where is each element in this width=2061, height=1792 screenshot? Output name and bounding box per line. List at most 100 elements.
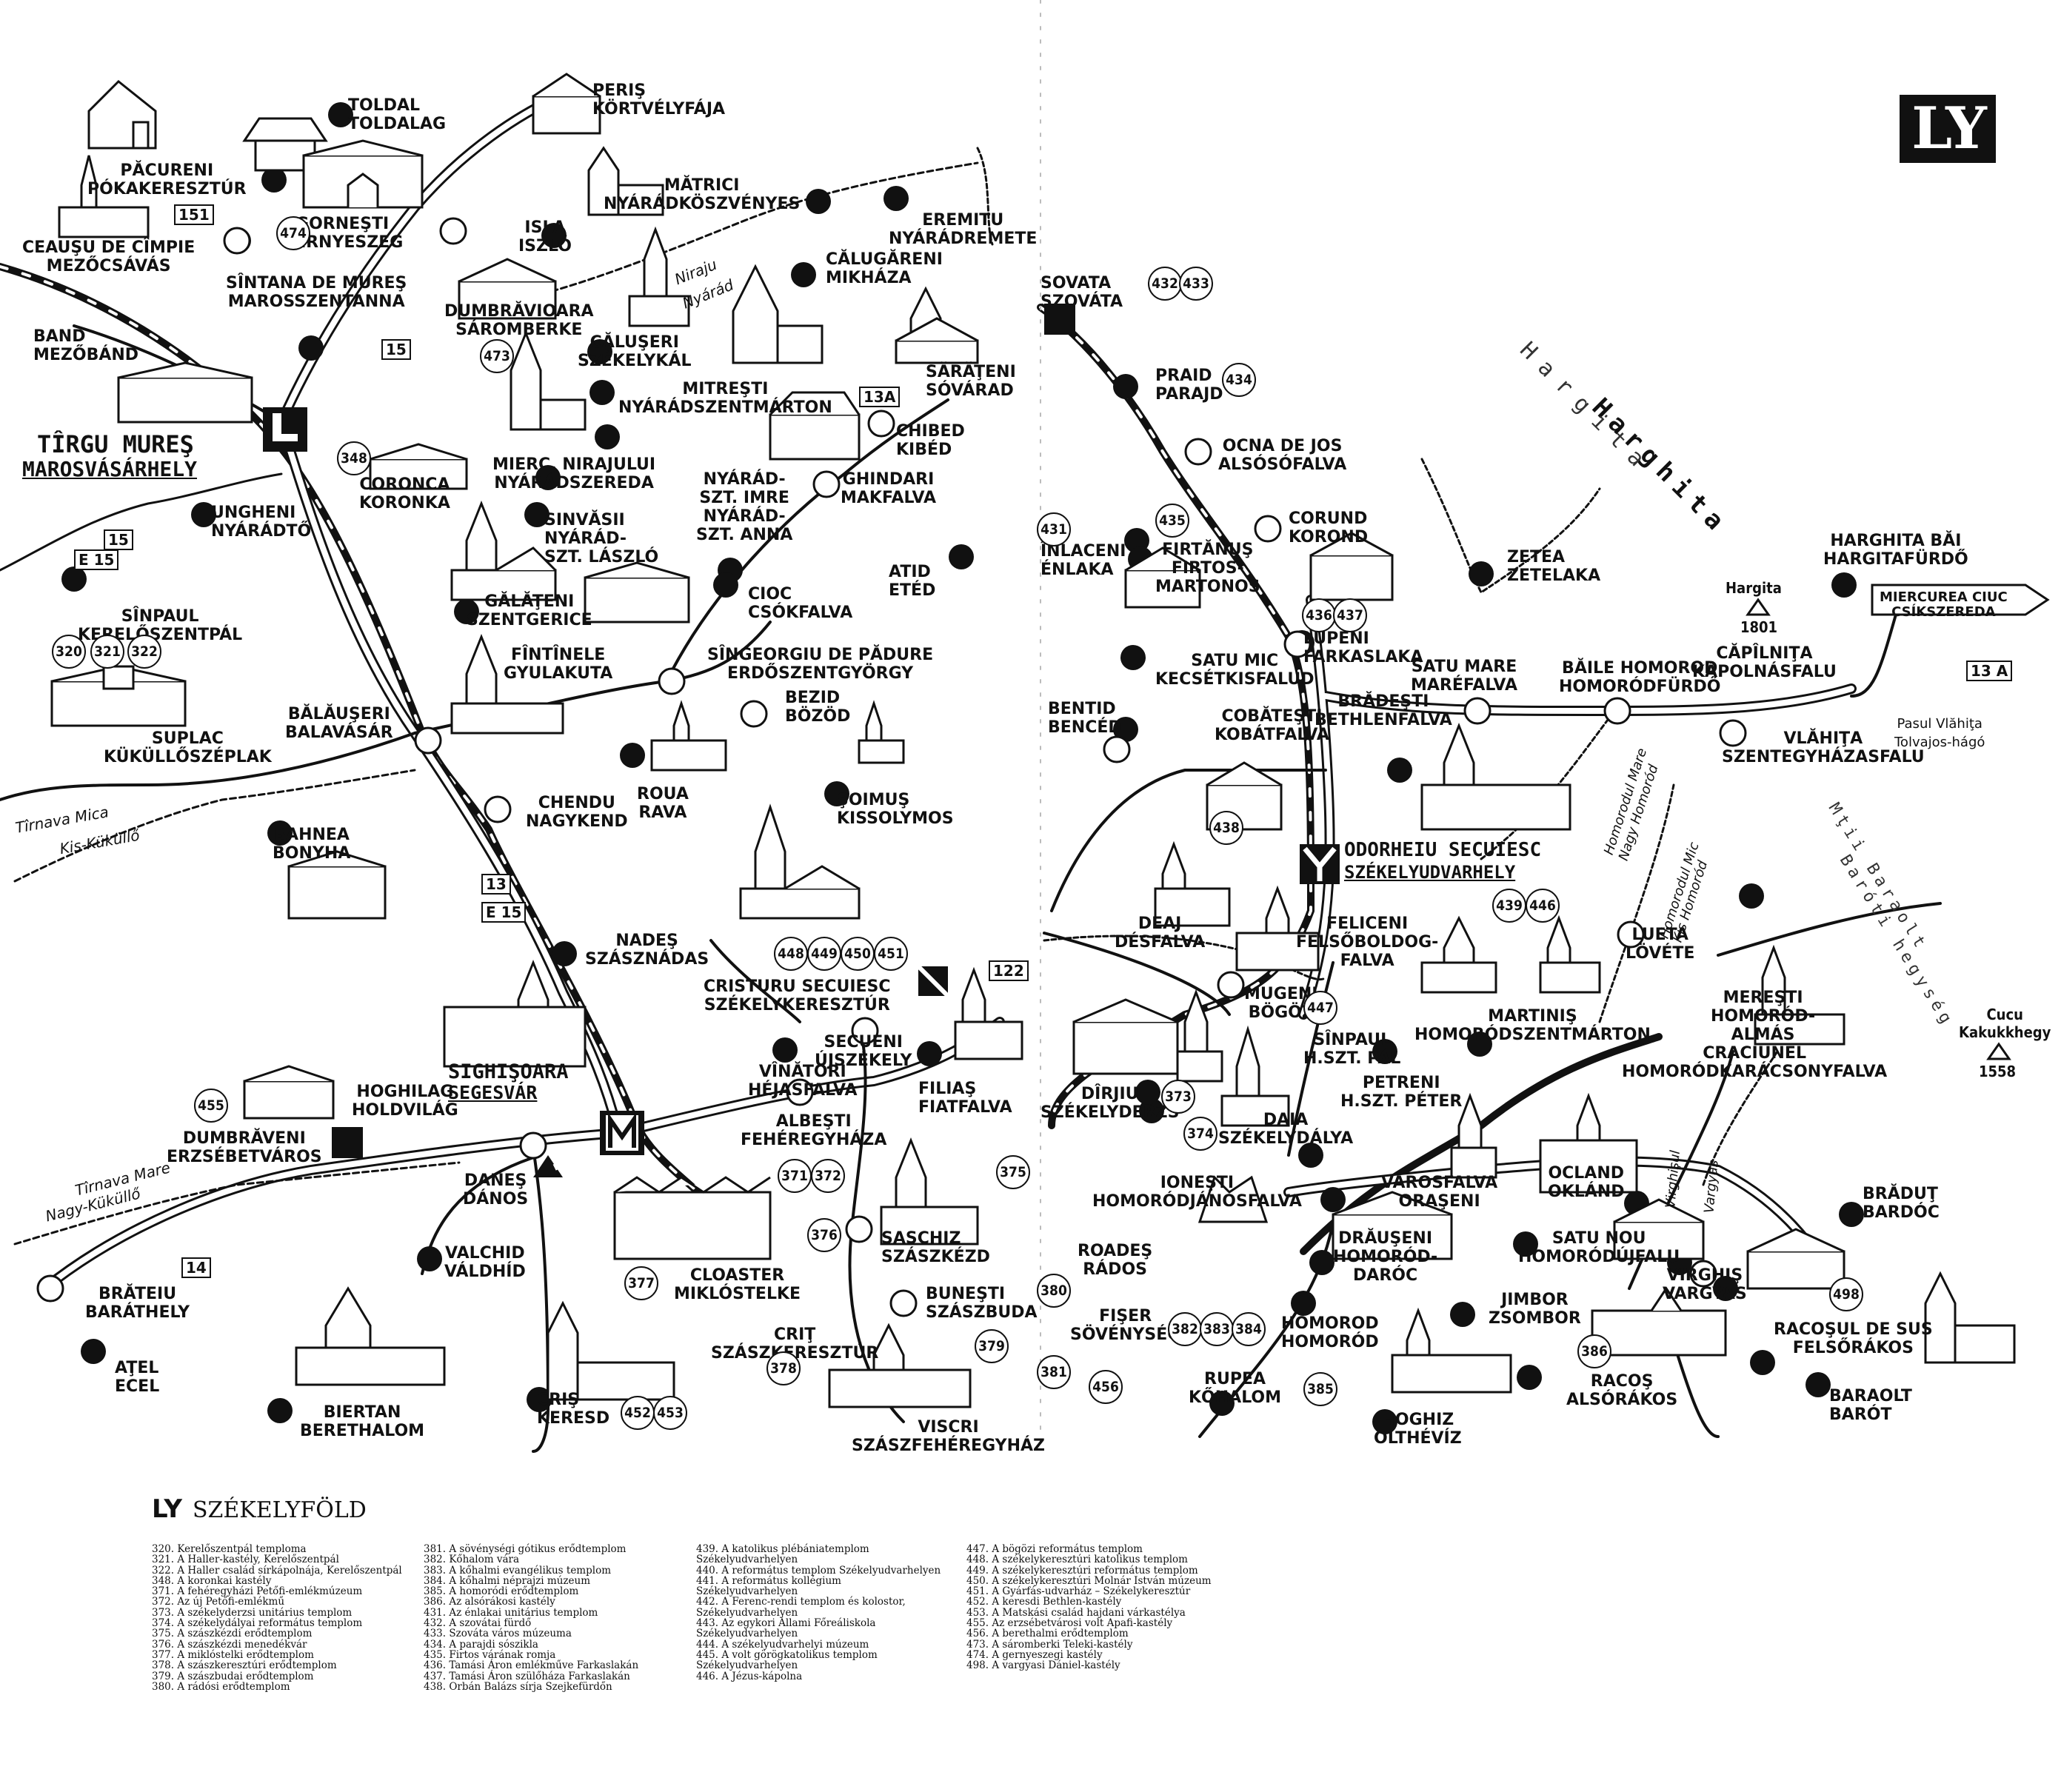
legend-entry: 386. Az alsórákosi kastély [424,1596,555,1608]
peak-cucu-height: 1558 [1979,1063,2017,1080]
place-label: MĂTRICI NYÁRÁDKÖSZVÉNYES [604,176,801,213]
landmark-number: 456 [1089,1370,1123,1404]
legend-entry: 371. A fehéregyházi Petőfi-emlékmúzeum [152,1585,363,1598]
place-label: HOGHILAG HOLDVILÁG [352,1083,458,1120]
legend-entry: 376. A szászkézdi menedékvár [152,1638,307,1651]
place-label: MARTINIŞ HOMORÓDSZENTMÁRTON [1414,1007,1651,1044]
legend-entry: 380. A rádósi erődtemplom [152,1680,290,1693]
place-label: DUMBRĂVENI ERZSÉBETVÁROS [167,1129,322,1166]
city-sighisoara-hu: SEGESVÁR [448,1082,538,1103]
place-label: VÁROSFALVA ORAŞENI [1381,1174,1498,1211]
place-label: ATID ETÉD [889,563,936,600]
place-label: TOLDAL TOLDALAG [348,96,447,133]
place-label: ROADEŞ RÁDOS [1078,1242,1153,1279]
legend-entry: 456. A berethalmi erődtemplom [966,1628,1129,1640]
legend-entry: Székelyudvarhelyen [696,1554,798,1566]
place-label: BRĂTEIU BARÁTHELY [85,1285,190,1322]
landmark-number: 320 [52,635,86,669]
place-label: OCLAND OKLÁND [1548,1164,1625,1201]
place-label: SINVĂSII NYÁRÁD- SZT. LÁSZLÓ [544,511,659,566]
legend-entry: 384. A kőhalmi néprajzi múzeum [424,1574,590,1587]
place-label: CĂLUGĂRENI MIKHÁZA [826,250,943,287]
landmark-number: 436 [1302,598,1336,632]
road-number-badge: E 15 [481,902,527,923]
place-label: PERIŞ KÖRTVÉLYFÁJA [592,81,726,118]
place-label: MIERCUREA CIUC CSÍKSZEREDA [1880,589,2008,620]
city-symbols [263,304,1340,1177]
place-label: BAHNEA BONYHA [273,826,351,863]
place-label: FÎNTÎNELE GYULAKUTA [504,646,613,683]
place-label: MIERC. NIRAJULUI NYÁRÁDSZEREDA [492,455,656,492]
legend-entry: 377. A miklóstelki erődtemplom [152,1648,314,1661]
landmark-number: 373 [1161,1080,1195,1114]
place-label: DEAJ DÉSFALVA [1115,915,1206,952]
place-label: FILIAŞ FIATFALVA [918,1080,1012,1117]
legend-entry: 438. Orbán Balázs sírja Szejkefürdőn [424,1680,612,1693]
legend-entry: 435. Firtos várának romja [424,1648,556,1661]
place-label: BARAOLT BARÓT [1829,1387,1912,1424]
place-label: ALBEŞTI FEHÉREGYHÁZA [741,1112,887,1149]
landmark-number: 377 [624,1266,658,1300]
legend-entry: 455. Az erzsébetvárosi volt Apafi-kastél… [966,1617,1173,1630]
place-label: NYÁRÁD- SZT. IMRE NYÁRÁD- SZT. ANNA [696,470,793,544]
landmark-number: 376 [807,1218,841,1252]
road-number-badge: 15 [104,529,133,550]
road-number-badge: 13A [859,387,901,407]
legend-letter: LY [152,1494,182,1524]
place-label: SECUENI ÚJSZÉKELY [815,1033,912,1070]
legend-entry: 436. Tamási Áron emlékműve Farkaslakán [424,1659,639,1672]
place-label: ZETEA ZETELAKA [1507,548,1601,585]
legend-entry: 450. A székelykeresztúri Molnár István m… [966,1574,1212,1587]
legend-entry: 447. A bögözi református templom [966,1543,1143,1555]
legend-entry: 321. A Haller-kastély, Kerelőszentpál [152,1554,339,1566]
place-label: LUETA LÖVÉTE [1626,926,1695,963]
place-label: COBĂTEŞTI KOBÁTFALVA [1215,707,1329,744]
road-number-badge: 15 [381,339,411,360]
legend-entry: 445. A volt görögkatolikus templom [696,1648,878,1661]
place-label: JIMBOR ZSOMBOR [1489,1291,1581,1328]
place-label: IONEŞTI HOMORÓDJÁNOSFALVA [1092,1174,1302,1211]
legend-entry: 437. Tamási Áron szülőháza Farkaslakán [424,1670,630,1682]
landmark-number: 375 [996,1155,1030,1189]
place-label: DUMBRĂVIOARA SÁROMBERKE [444,302,594,339]
place-label: ISLA ISZLÓ [518,218,572,255]
landmark-number: 433 [1179,267,1213,301]
peak-hargita-height: 1801 [1740,618,1778,636]
place-label: PETRENI H.SZT. PÉTER [1340,1074,1463,1111]
place-label: HARGHITA BĂI HARGITAFÜRDŐ [1823,532,1968,569]
place-label: CIOC CSÓKFALVA [748,585,853,622]
place-label: VLĂHIŢA SZENTEGYHÁZASFALU [1722,729,1925,766]
place-label: BUNEŞTI SZÁSZBUDA [926,1285,1038,1322]
place-label: Pasul Vlăhiţa Tolvajos-hágó [1894,716,1985,750]
place-label: SUPLAC KÜKÜLLŐSZÉPLAK [104,729,272,766]
landmark-number: 447 [1303,991,1337,1025]
legend-entry: Székelyudvarhelyen [696,1659,798,1672]
landmark-number: 432 [1148,267,1182,301]
place-label: LUPENI FARKASLAKA [1303,629,1423,666]
landmark-number: 450 [841,937,875,971]
legend-entry: 432. A szovátai fürdő [424,1617,532,1630]
place-label: GHINDARI MAKFALVA [841,470,937,507]
legend-entry: 373. A székelyderzsi unitárius templom [152,1606,353,1619]
place-label: EREMITU NYÁRÁDREMETE [889,211,1038,248]
place-label: CHIBED KIBÉD [896,422,965,459]
rivers [0,147,1779,1246]
legend-entry: 474. A gernyeszegi kastély [966,1648,1103,1661]
peak-hargita-name: Hargita [1726,579,1782,597]
landmark-number: 437 [1333,598,1367,632]
landmark-number: 378 [766,1351,801,1385]
place-label: CRIŞ KERESD [537,1391,610,1428]
city-odorheiu-hu: SZÉKELYUDVARHELY [1344,862,1516,883]
legend-entry: 448. A székelykeresztúri katolikus templ… [966,1554,1188,1566]
legend-entry: Székelyudvarhelyen [696,1585,798,1598]
place-label: ÎNLACENI ÉNLAKA [1040,542,1126,579]
place-label: SÎNTANA DE MUREŞ MAROSSZENTANNA [226,274,407,311]
place-label: BENTID BENCÉD [1048,700,1122,737]
map-sheet-badge: LY [1900,95,1996,163]
landmark-number: 446 [1526,889,1560,923]
place-label: AŢEL ECEL [115,1359,160,1396]
